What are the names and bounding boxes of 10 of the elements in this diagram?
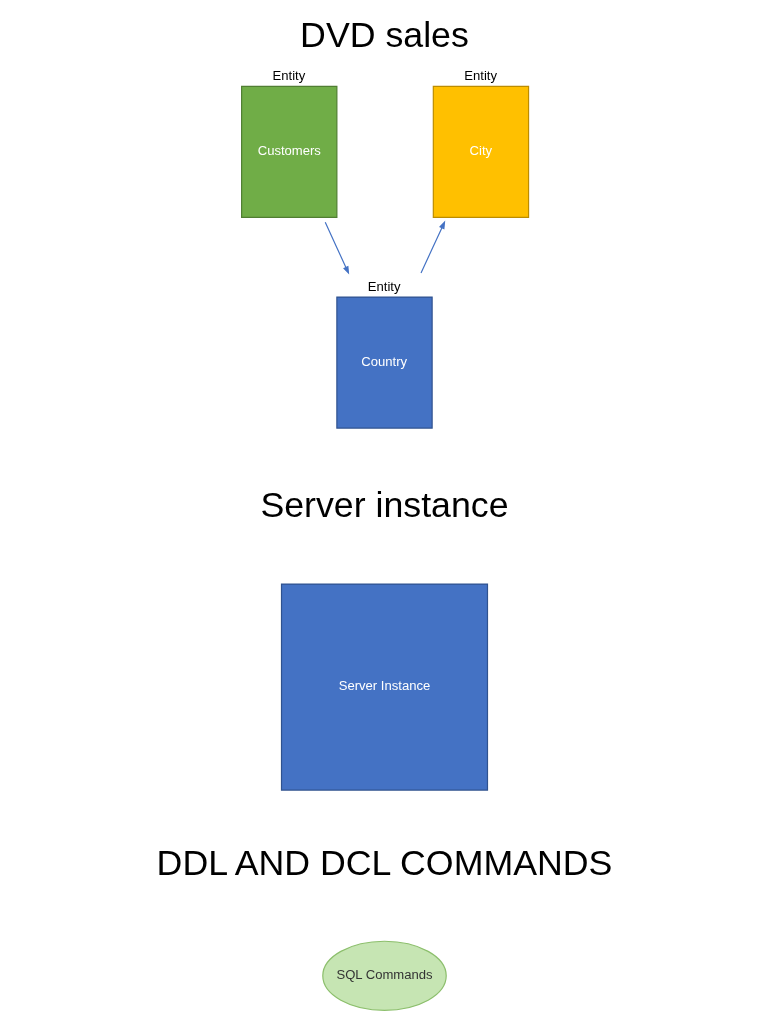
- node-label: Entity: [463, 68, 497, 84]
- label: DDL AND DCL COMMANDS: [156, 842, 612, 883]
- node-label: Entity: [272, 68, 305, 84]
- node-ellipse: SQL Commands: [321, 940, 447, 1011]
- label: Server instance: [259, 485, 509, 526]
- diagram-title: DVD sales: [299, 15, 469, 56]
- arrow: [419, 220, 445, 274]
- node-label: Entity: [367, 278, 401, 294]
- arrow: [324, 221, 349, 275]
- node-box: Server Instance: [280, 583, 488, 791]
